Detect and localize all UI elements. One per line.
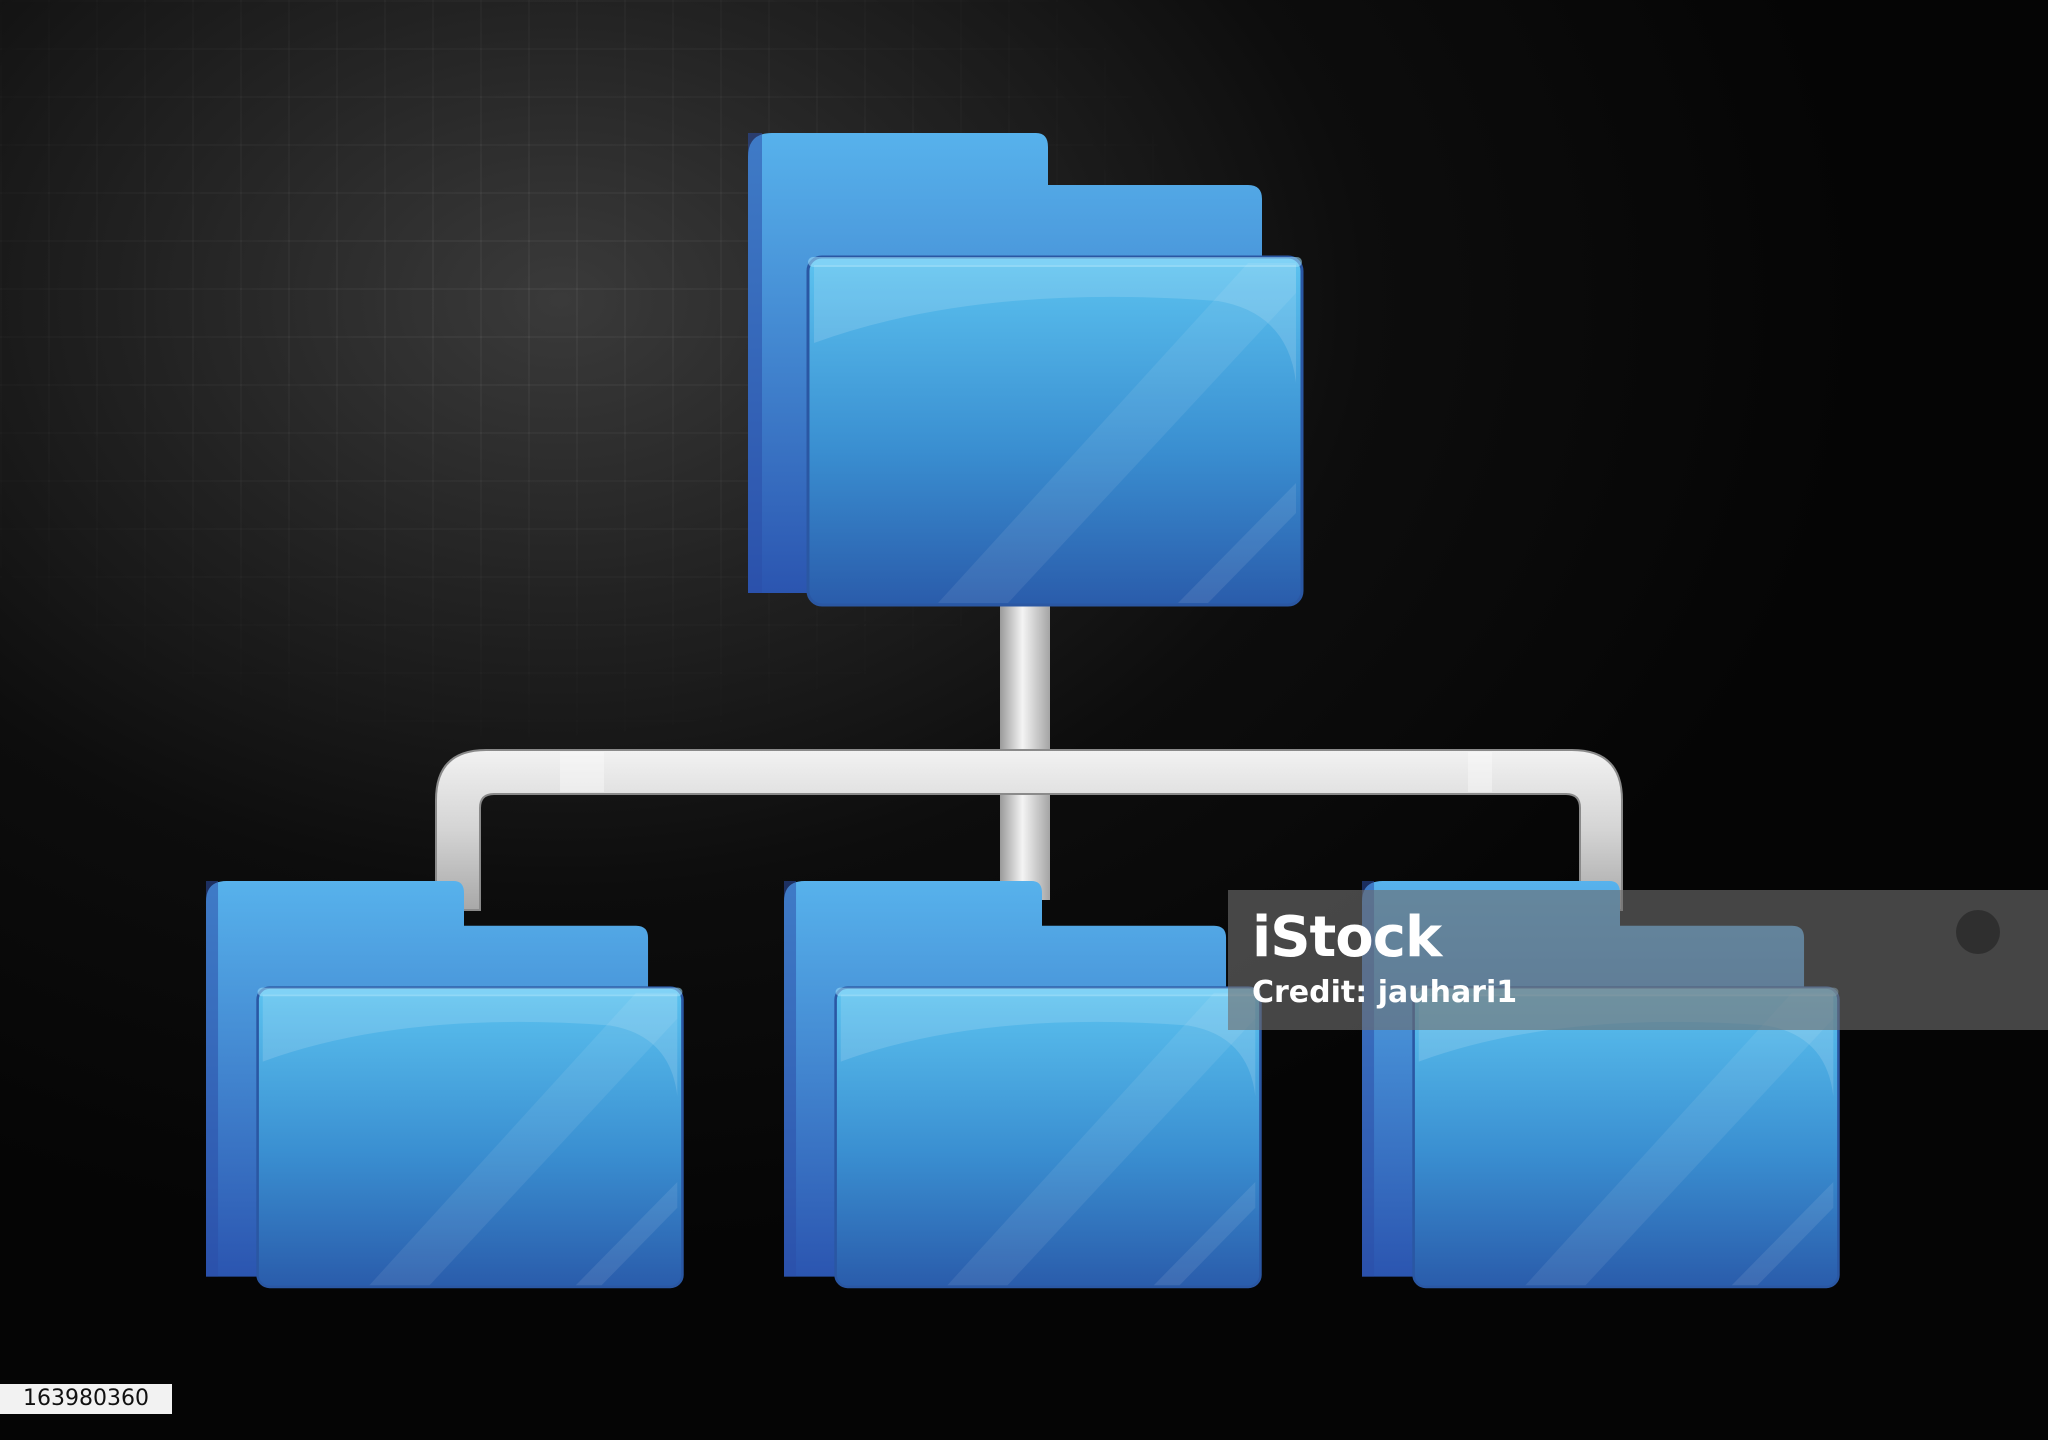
stock-id-label: 163980360	[0, 1384, 172, 1414]
watermark-banner: iStock Credit: jauhari1	[1228, 890, 2048, 1030]
child-folder-left-icon[interactable]	[204, 879, 684, 1289]
istock-logo: iStock	[1252, 905, 1442, 970]
watermark-dot-icon	[1956, 910, 2000, 954]
credit-text: Credit: jauhari1	[1252, 975, 1518, 1010]
root-folder-icon[interactable]	[746, 131, 1304, 607]
child-folder-middle-icon[interactable]	[782, 879, 1262, 1289]
tree-connectors	[435, 600, 1623, 911]
